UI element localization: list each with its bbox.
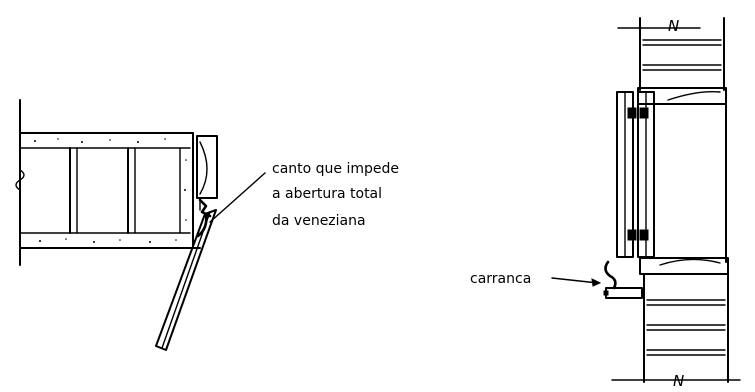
carranca-catch [604, 260, 617, 290]
sill [639, 257, 729, 275]
hinge-bottom-right [639, 229, 649, 241]
annotation-corner-line2: a abertura total [272, 186, 382, 202]
frame-curve [199, 141, 208, 195]
leader-line-corner [209, 172, 266, 223]
carranca-bracket [605, 287, 643, 299]
sill-curve [659, 258, 721, 266]
plan-view-left [15, 99, 266, 351]
leader-line-carranca [551, 277, 599, 284]
concrete-hatch [34, 138, 187, 243]
annotation-corner-line3: da veneziana [272, 213, 366, 229]
top-break-symbol: N [668, 17, 679, 35]
lintel-curve [667, 90, 721, 101]
annotation-carranca: carranca [470, 271, 531, 287]
bottom-break-symbol: N [673, 372, 684, 387]
shutter-leaf-inner [161, 211, 211, 349]
elevation-view-right [551, 17, 741, 383]
shutter-leaf [155, 209, 217, 351]
hinge-bottom-left [627, 229, 637, 241]
hinge-top-left [627, 107, 637, 119]
annotation-corner-line1: canto que impede [272, 161, 399, 177]
leader-arrowhead [591, 278, 602, 287]
frame-jamb [196, 135, 218, 199]
hinge-mark [196, 212, 208, 238]
carranca-pin [603, 290, 609, 296]
break-symbol [15, 169, 25, 191]
hinge-top-right [639, 107, 649, 119]
